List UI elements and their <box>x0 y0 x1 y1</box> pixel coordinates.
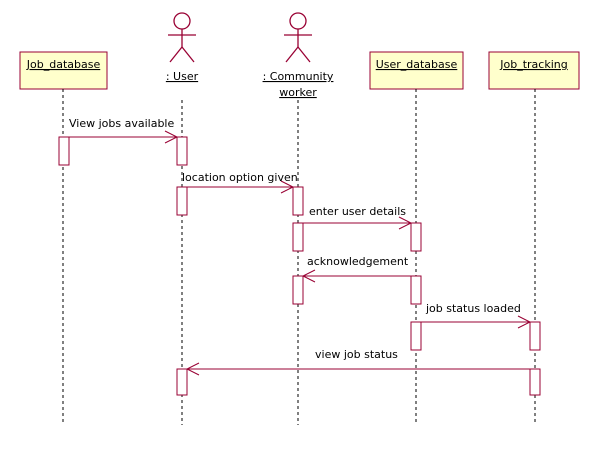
activation-job-tracking-1 <box>529 321 541 351</box>
object-job-tracking[interactable]: Job_tracking <box>488 51 580 90</box>
actor-community-worker-label-line1: : Community <box>263 70 334 83</box>
message-location-option-given[interactable]: location option given <box>182 171 298 194</box>
activation-user-database-3 <box>410 321 422 351</box>
activation-user-2 <box>176 186 188 216</box>
activation-community-worker-3 <box>292 275 304 305</box>
activation-job-database-1 <box>58 136 70 166</box>
object-job-database[interactable]: Job_database <box>19 51 108 90</box>
message-view-job-status-label: view job status <box>315 348 398 361</box>
activation-user-1 <box>176 136 188 166</box>
object-user-database[interactable]: User_database <box>369 51 464 90</box>
object-job-tracking-label: Job_tracking <box>499 58 567 71</box>
actor-user-icon <box>168 12 196 63</box>
actor-user[interactable]: : User <box>166 12 199 83</box>
object-user-database-label: User_database <box>376 58 458 71</box>
message-job-status-loaded[interactable]: job status loaded <box>421 302 532 329</box>
object-job-database-label: Job_database <box>26 58 101 71</box>
actor-community-worker-label-line2: worker <box>279 86 317 99</box>
message-acknowledgement-label: acknowledgement <box>307 255 409 268</box>
actor-user-label: : User <box>166 70 199 83</box>
message-enter-user-details[interactable]: enter user details <box>303 205 413 230</box>
message-location-option-given-label: location option given <box>182 171 298 184</box>
message-view-jobs-available-label: View jobs available <box>69 117 174 130</box>
message-job-status-loaded-label: job status loaded <box>425 302 521 315</box>
activation-community-worker-1 <box>292 186 304 216</box>
activation-user-database-1 <box>410 222 422 252</box>
activation-user-database-2 <box>410 275 422 305</box>
actor-community-worker-icon <box>284 12 312 63</box>
activation-job-tracking-2 <box>529 368 541 396</box>
message-view-job-status[interactable]: view job status <box>185 348 530 376</box>
message-enter-user-details-label: enter user details <box>309 205 406 218</box>
activation-user-3 <box>176 368 188 396</box>
actor-community-worker[interactable]: : Community worker <box>263 12 334 99</box>
activation-community-worker-2 <box>292 222 304 252</box>
message-acknowledgement[interactable]: acknowledgement <box>301 255 411 283</box>
message-view-jobs-available[interactable]: View jobs available <box>69 117 179 144</box>
